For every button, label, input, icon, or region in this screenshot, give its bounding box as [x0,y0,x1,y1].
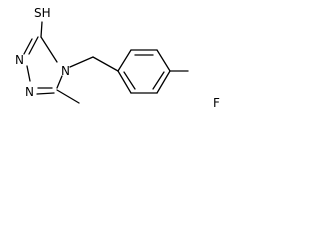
bond-ar-4 [156,70,171,94]
n1-label: N [25,85,34,99]
benzene-ring [117,49,171,94]
bond-ar-1 [117,49,132,72]
bond-n2-n1 [26,65,31,82]
triazole-ring [23,36,63,95]
bond-c3-n2-double [23,38,33,55]
bond-ch2-ring [92,56,119,72]
structure-diagram: SH N N N F [0,0,250,133]
bond-c3-s [40,21,43,38]
bond-n1-c5-double [36,92,55,95]
bond-ar-inner-2 [152,71,165,90]
bond-c5-methyl [56,89,80,104]
thiol-label: SH [34,6,51,20]
bond-n4-c3 [40,36,58,63]
bond-ar-inner-3 [123,71,136,90]
n2-label: N [15,53,24,67]
bond-n4-ch2 [69,56,94,68]
fluorine-label: F [213,96,220,110]
bond-ar-3 [156,49,171,72]
n4-label: N [61,64,70,78]
bond-c3-n2 [28,36,39,55]
molecule-drawing: SH N N N F [15,6,220,110]
bond-ar-6 [117,70,132,94]
bond-c5-n4 [56,75,63,89]
